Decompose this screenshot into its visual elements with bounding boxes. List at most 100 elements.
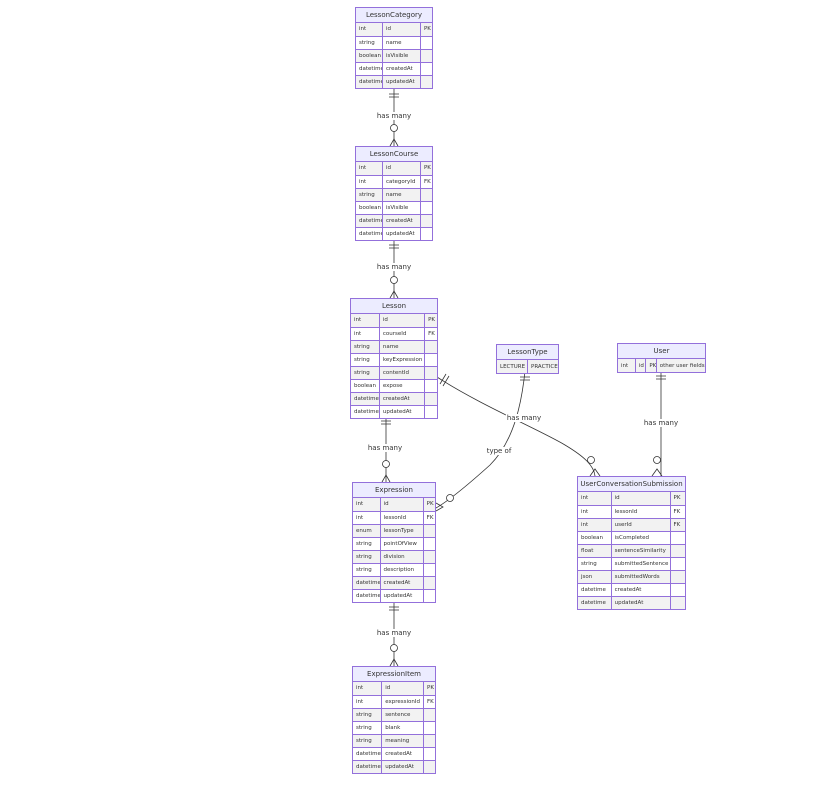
attribute-cell: sentenceSimilarity [611, 544, 671, 558]
crow-many [589, 468, 601, 477]
attribute-cell [670, 544, 685, 558]
crow-zero-circle [382, 460, 390, 468]
attribute-cell: PRACTICE [527, 360, 558, 373]
label-expression-item: has many [375, 629, 413, 637]
attribute-cell: string [353, 537, 381, 551]
attribute-cell: datetime [356, 227, 383, 240]
attribute-cell [670, 557, 685, 571]
attribute-cell: FK [420, 175, 432, 189]
attribute-cell: name [379, 340, 426, 354]
crow-many [381, 474, 391, 483]
attribute-cell: int [356, 23, 383, 37]
attribute-cell: FK [424, 327, 437, 341]
attribute-cell: datetime [578, 596, 612, 609]
attribute-cell: datetime [356, 62, 383, 76]
attribute-cell: enum [353, 524, 381, 538]
attribute-cell: boolean [351, 379, 380, 393]
attribute-cell: string [353, 563, 381, 577]
attribute-cell [423, 734, 435, 748]
crow-one-only [520, 376, 530, 381]
attribute-cell: LECTURE [497, 360, 528, 373]
edge-lesson-submission [436, 376, 596, 477]
attribute-cell: PK [420, 23, 432, 37]
attribute-cell: int [578, 518, 612, 532]
attribute-cell: id [611, 492, 671, 506]
attribute-cell [423, 537, 435, 551]
attribute-cell: id [635, 359, 647, 372]
attribute-cell: userId [611, 518, 671, 532]
entity-title: UserConversationSubmission [578, 477, 685, 492]
attribute-cell [423, 563, 435, 577]
attribute-cell: division [380, 550, 424, 564]
attribute-cell: string [351, 366, 380, 380]
attribute-cell: isVisible [382, 201, 421, 215]
attribute-cell: json [578, 570, 612, 584]
attribute-cell: lessonId [611, 505, 671, 519]
attribute-cell: string [578, 557, 612, 571]
crow-one-only [389, 606, 399, 611]
attribute-cell: PK [423, 498, 435, 512]
attribute-cell: datetime [356, 75, 383, 88]
attribute-cell: isVisible [382, 49, 421, 63]
entity-title: Lesson [351, 299, 437, 314]
attribute-cell [424, 353, 437, 367]
attribute-cell: name [382, 188, 421, 202]
attribute-cell [424, 366, 437, 380]
attribute-cell: int [351, 314, 380, 328]
attribute-cell: createdAt [382, 214, 421, 228]
crow-one-only [389, 244, 399, 249]
attribute-cell [420, 188, 432, 202]
attribute-cell: int [356, 175, 383, 189]
attribute-cell: int [356, 162, 383, 176]
attribute-cell: createdAt [379, 392, 426, 406]
attribute-cell [423, 589, 435, 602]
attribute-cell: string [351, 353, 380, 367]
attribute-cell: createdAt [381, 747, 425, 761]
crow-zero-circle [390, 276, 398, 284]
attribute-cell: datetime [353, 589, 381, 602]
entity-title: LessonCourse [356, 147, 432, 162]
attribute-cell: courseId [379, 327, 426, 341]
crow-zero-circle [446, 494, 454, 502]
crow-many [651, 468, 663, 477]
attribute-cell: expressionId [381, 695, 425, 709]
attribute-cell: id [381, 682, 425, 696]
attribute-cell: FK [423, 695, 435, 709]
attribute-cell: string [356, 188, 383, 202]
attribute-cell [420, 36, 432, 50]
attribute-cell: meaning [381, 734, 425, 748]
attribute-cell: categoryId [382, 175, 421, 189]
attribute-cell: FK [670, 518, 685, 532]
attribute-cell: PK [645, 359, 657, 372]
entity-title: LessonType [497, 345, 558, 360]
crow-zero-circle [587, 456, 595, 464]
attribute-cell: isCompleted [611, 531, 671, 545]
attribute-cell: description [380, 563, 424, 577]
attribute-cell: string [353, 734, 383, 748]
attribute-cell: id [382, 23, 421, 37]
